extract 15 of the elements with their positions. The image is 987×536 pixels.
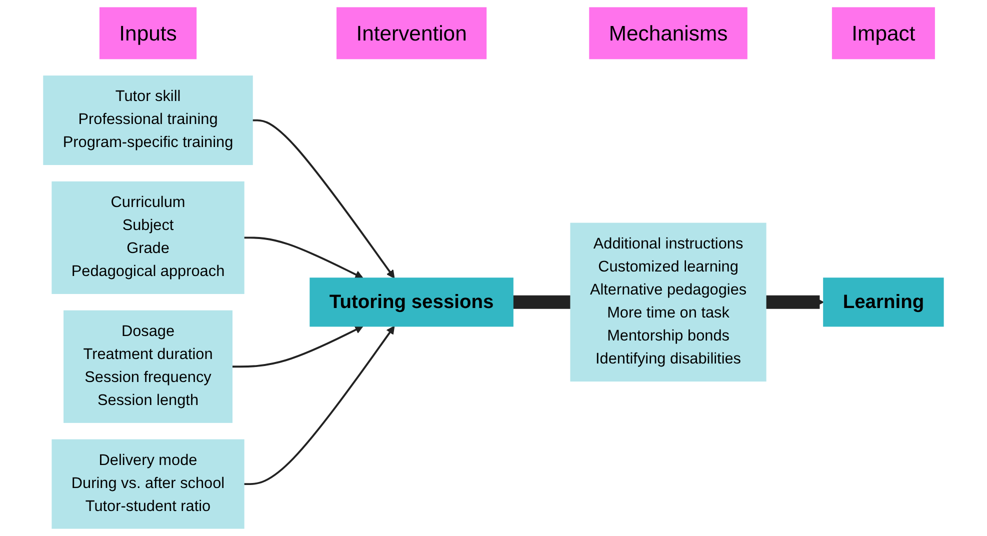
- node-box: Curriculum Subject Grade Pedagogical approach: [52, 181, 244, 294]
- node-box: Intervention: [336, 7, 487, 60]
- node-box: Additional instructions Customized learning Alternative pedagogies More time on task Mentorship bonds Identifying disabilities: [570, 222, 766, 382]
- arrow: [244, 326, 395, 485]
- arrow: [252, 119, 395, 278]
- node-box: Dosage Treatment duration Session frequency Session length: [64, 310, 233, 423]
- node-box: Impact: [832, 7, 935, 60]
- arrow: [232, 326, 364, 368]
- node-box: Tutor skill Professional training Program-specific training: [43, 76, 253, 166]
- node-box: Tutoring sessions: [310, 278, 514, 327]
- node-box: Delivery mode During vs. after school Tutor-student ratio: [52, 439, 244, 529]
- arrow: [244, 236, 364, 279]
- node-box: Learning: [823, 278, 944, 327]
- node-box: Inputs: [99, 7, 197, 60]
- node-box: Mechanisms: [589, 7, 748, 60]
